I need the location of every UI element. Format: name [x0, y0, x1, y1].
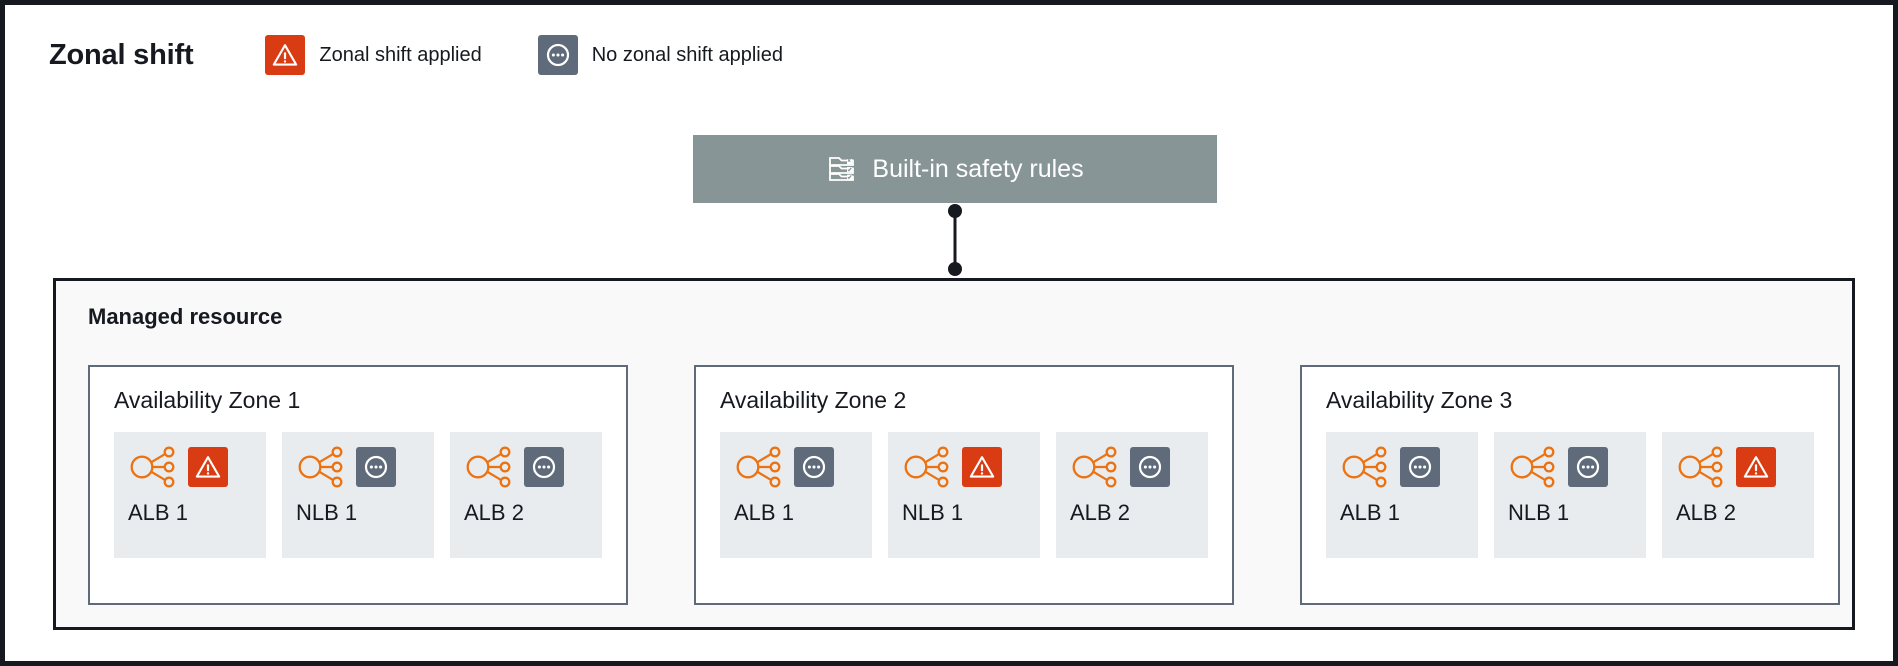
legend-label: No zonal shift applied	[591, 43, 783, 66]
ellipsis-circle-icon	[1400, 447, 1440, 487]
resource-card[interactable]: ALB 1	[1326, 432, 1478, 558]
resource-icons	[1340, 444, 1440, 490]
load-balancer-icon	[1070, 444, 1120, 490]
resource-card[interactable]: ALB 2	[1662, 432, 1814, 558]
load-balancer-icon	[128, 444, 178, 490]
page-title: Zonal shift	[49, 38, 194, 71]
legend: Zonal shift applied No zonal shift applie…	[193, 35, 783, 75]
resource-icons	[296, 444, 396, 490]
load-balancer-icon	[1340, 444, 1390, 490]
ellipsis-circle-icon	[794, 447, 834, 487]
resource-icons	[1070, 444, 1170, 490]
load-balancer-icon	[464, 444, 514, 490]
resource-card[interactable]: ALB 1	[114, 432, 266, 558]
resource-row: ALB 1 NLB 1 ALB 2	[1326, 432, 1814, 558]
availability-zone-2: Availability Zone 2 ALB 1 NLB 1 ALB 2	[694, 365, 1234, 605]
ellipsis-circle-icon	[1568, 447, 1608, 487]
header: Zonal shift Zonal shift applied No zonal …	[49, 27, 783, 83]
resource-label: ALB 1	[128, 500, 188, 525]
resource-label: NLB 1	[296, 500, 358, 525]
resource-card[interactable]: NLB 1	[888, 432, 1040, 558]
resource-card[interactable]: NLB 1	[282, 432, 434, 558]
legend-item-shift: Zonal shift applied	[265, 35, 482, 75]
warning-triangle-icon	[188, 447, 228, 487]
resource-row: ALB 1 NLB 1 ALB 2	[720, 432, 1208, 558]
legend-item-no-shift: No zonal shift applied	[537, 35, 783, 75]
resource-icons	[1676, 444, 1776, 490]
resource-label: ALB 1	[734, 500, 794, 525]
ellipsis-circle-icon	[524, 447, 564, 487]
warning-triangle-icon	[962, 447, 1002, 487]
ellipsis-circle-icon	[356, 447, 396, 487]
resource-label: ALB 1	[1340, 500, 1400, 525]
ellipsis-circle-icon	[1130, 447, 1170, 487]
resource-icons	[1508, 444, 1608, 490]
availability-zone-3: Availability Zone 3 ALB 1 NLB 1 ALB 2	[1300, 365, 1840, 605]
resource-card[interactable]: ALB 2	[450, 432, 602, 558]
resource-icons	[464, 444, 564, 490]
load-balancer-icon	[1676, 444, 1726, 490]
managed-resource-panel: Managed resource Availability Zone 1 ALB …	[53, 278, 1855, 630]
availability-zone-title: Availability Zone 2	[720, 387, 907, 413]
legend-label: Zonal shift applied	[319, 43, 482, 66]
availability-zone-title: Availability Zone 1	[114, 387, 301, 413]
built-in-safety-rules-box: Built-in safety rules	[693, 135, 1217, 203]
resource-label: ALB 2	[1070, 500, 1130, 525]
resource-icons	[128, 444, 228, 490]
rules-list-icon	[826, 153, 858, 185]
resource-label: NLB 1	[902, 500, 964, 525]
managed-resource-title: Managed resource	[88, 304, 283, 329]
built-in-safety-rules-label: Built-in safety rules	[872, 154, 1084, 183]
availability-zone-title: Availability Zone 3	[1326, 387, 1513, 413]
resource-card[interactable]: NLB 1	[1494, 432, 1646, 558]
warning-triangle-icon	[265, 35, 306, 75]
resource-card[interactable]: ALB 1	[720, 432, 872, 558]
resource-label: NLB 1	[1508, 500, 1570, 525]
availability-zone-1: Availability Zone 1 ALB 1 NLB 1 ALB 2	[88, 365, 628, 605]
resource-icons	[902, 444, 1002, 490]
load-balancer-icon	[902, 444, 952, 490]
warning-triangle-icon	[1736, 447, 1776, 487]
safety-rules-to-managed-resource-connector	[948, 204, 962, 276]
ellipsis-circle-icon	[537, 35, 578, 75]
resource-icons	[734, 444, 834, 490]
resource-row: ALB 1 NLB 1 ALB 2	[114, 432, 602, 558]
resource-label: ALB 2	[1676, 500, 1736, 525]
resource-label: ALB 2	[464, 500, 524, 525]
load-balancer-icon	[1508, 444, 1558, 490]
resource-card[interactable]: ALB 2	[1056, 432, 1208, 558]
load-balancer-icon	[296, 444, 346, 490]
load-balancer-icon	[734, 444, 784, 490]
